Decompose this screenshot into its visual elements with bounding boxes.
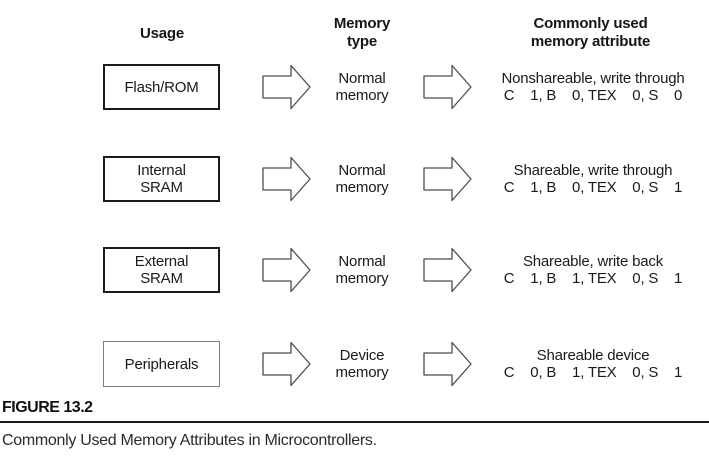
memory-type-line: Normal — [338, 70, 386, 87]
header-line: Usage — [139, 25, 185, 42]
figure-number-label: FIGURE 13.2 — [2, 399, 93, 416]
diagram-row-external-sram: External SRAM Normal memory Shareable, w… — [0, 247, 709, 293]
memory-type-line: Normal — [338, 162, 386, 179]
usage-label: External — [134, 253, 189, 270]
attribute-line: Shareable, write back — [522, 253, 664, 270]
usage-box: Internal SRAM — [103, 156, 220, 202]
memory-type-line: memory — [335, 364, 389, 381]
memory-type-line: memory — [335, 179, 389, 196]
header-line: type — [346, 33, 378, 50]
block-arrow-icon — [423, 341, 472, 387]
diagram-row-peripherals: Peripherals Device memory Shareable devi… — [0, 341, 709, 387]
column-header-memory-type: Memory type — [302, 15, 422, 51]
attribute-bits-line: C 0, B 1, TEX 0, S 1 — [503, 364, 683, 381]
block-arrow-icon — [423, 64, 472, 110]
memory-type-line: Device — [339, 347, 385, 364]
usage-label: Flash/ROM — [124, 78, 199, 96]
block-arrow-icon — [423, 247, 472, 293]
block-arrow-icon — [262, 156, 311, 202]
figure-caption: Commonly Used Memory Attributes in Micro… — [2, 432, 377, 449]
usage-label: Internal — [137, 162, 186, 179]
memory-type-label: Device memory — [312, 341, 412, 387]
attribute-bits-line: C 1, B 0, TEX 0, S 0 — [503, 87, 683, 104]
memory-type-line: memory — [335, 270, 389, 287]
memory-attribute-text: Nonshareable, write through C 1, B 0, TE… — [477, 64, 709, 110]
block-arrow-icon — [262, 64, 311, 110]
memory-type-line: Normal — [338, 253, 386, 270]
block-arrow-icon — [262, 341, 311, 387]
usage-label: Peripherals — [124, 355, 199, 373]
memory-type-line: memory — [335, 87, 389, 104]
usage-box: External SRAM — [103, 247, 220, 293]
attribute-bits-line: C 1, B 0, TEX 0, S 1 — [503, 179, 683, 196]
attribute-line: Shareable, write through — [513, 162, 673, 179]
column-header-memory-attribute: Commonly used memory attribute — [472, 15, 709, 51]
attribute-line: Nonshareable, write through — [501, 70, 685, 87]
attribute-bits-line: C 1, B 1, TEX 0, S 1 — [503, 270, 683, 287]
usage-label: SRAM — [140, 270, 183, 287]
column-header-usage: Usage — [102, 25, 222, 43]
memory-type-label: Normal memory — [312, 64, 412, 110]
attribute-line: Shareable device — [536, 347, 650, 364]
header-line: Commonly used — [533, 15, 648, 32]
diagram-row-flash-rom: Flash/ROM Normal memory Nonshareable, wr… — [0, 64, 709, 110]
memory-type-label: Normal memory — [312, 156, 412, 202]
block-arrow-icon — [423, 156, 472, 202]
usage-label: SRAM — [140, 179, 183, 196]
header-line: Memory — [333, 15, 391, 32]
figure-divider-rule — [0, 421, 709, 423]
usage-box: Peripherals — [103, 341, 220, 387]
memory-type-label: Normal memory — [312, 247, 412, 293]
block-arrow-icon — [262, 247, 311, 293]
memory-attribute-text: Shareable, write through C 1, B 0, TEX 0… — [477, 156, 709, 202]
diagram-row-internal-sram: Internal SRAM Normal memory Shareable, w… — [0, 156, 709, 202]
memory-attribute-text: Shareable, write back C 1, B 1, TEX 0, S… — [477, 247, 709, 293]
usage-box: Flash/ROM — [103, 64, 220, 110]
memory-attribute-text: Shareable device C 0, B 1, TEX 0, S 1 — [477, 341, 709, 387]
header-line: memory attribute — [530, 33, 651, 50]
